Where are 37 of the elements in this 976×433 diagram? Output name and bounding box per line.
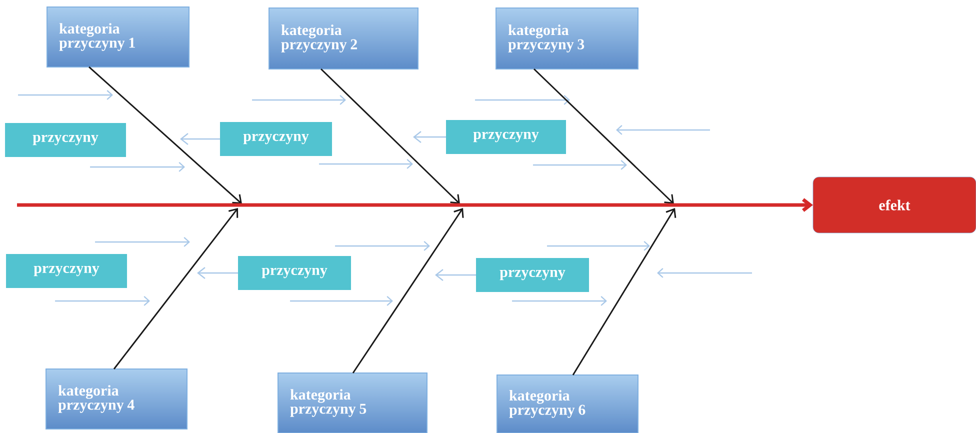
box-heading: kategoria przyczyny 4 [58,385,134,413]
cause-box [476,258,589,292]
arrow [113,208,238,370]
cause-label: przyczyny [32,134,98,146]
arrow [352,208,464,374]
box-heading: kategoria przyczyny 5 [290,389,366,417]
category-box [496,374,638,433]
category-box [268,8,418,70]
cause-label: przyczyny [243,134,309,144]
effect-label: efekt [879,200,910,210]
arrow [533,68,674,204]
category-box [46,6,190,68]
cause-box [220,122,332,156]
box-heading: kategoria przyczyny 2 [281,24,358,52]
cause-box [238,256,351,290]
cause-label: przyczyny [473,132,539,142]
box-heading: kategoria przyczyny 3 [508,24,584,52]
arrow [180,133,220,145]
category-box [46,368,188,430]
box-heading: kategoria przyczyny 6 [509,390,586,418]
category-box [496,8,638,70]
arrow [197,267,238,279]
cause-label: przyczyny [500,270,566,280]
cause-box [446,120,566,154]
cause-box [6,254,128,288]
arrow [413,131,446,143]
arrow [320,68,460,204]
cause-label: przyczyny [262,268,328,278]
arrow [17,198,813,212]
box-heading: kategoria przyczyny 1 [59,23,135,51]
cause-box [5,123,126,157]
arrow [88,66,242,204]
cause-label: przyczyny [34,266,100,276]
arrow [572,208,676,376]
category-box [278,372,428,433]
effect-box [812,176,976,234]
arrow [435,269,476,281]
